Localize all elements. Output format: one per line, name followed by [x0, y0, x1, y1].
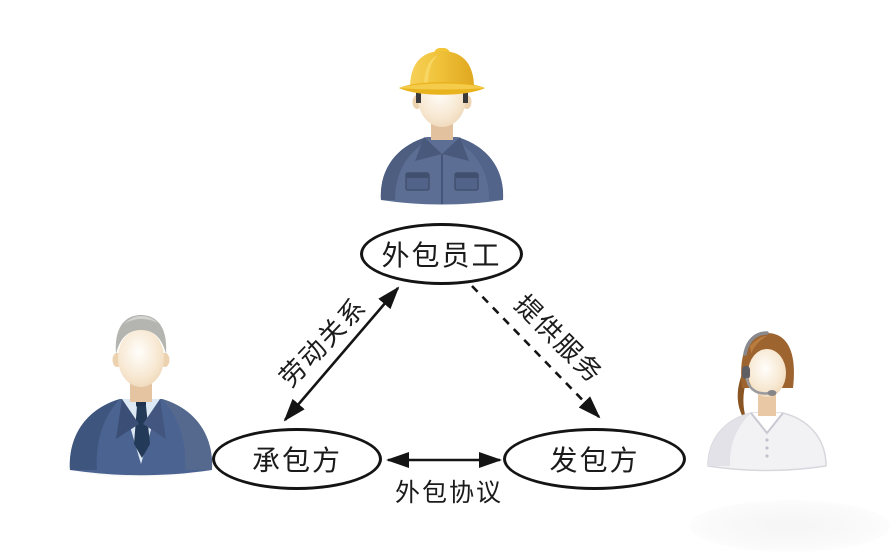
construction-worker-figure — [370, 48, 514, 206]
node-client-label: 发包方 — [549, 445, 640, 476]
hard-hat-icon — [399, 48, 485, 95]
businessman-figure — [62, 315, 218, 478]
faded-watermark-blob — [690, 500, 890, 552]
support-agent-figure — [704, 331, 832, 472]
worker-torso — [380, 137, 504, 205]
edge-provide-service — [471, 285, 601, 419]
node-outsourced-employee-label: 外包员工 — [381, 240, 502, 271]
agent-blouse — [707, 412, 827, 472]
edge-label-outsourcing-agreement: 外包协议 — [394, 479, 504, 507]
businessman-head — [112, 315, 170, 402]
node-client: 发包方 — [503, 428, 686, 490]
businessman-suit — [69, 398, 213, 476]
edge-labor-relation — [283, 286, 400, 422]
node-contractor: 承包方 — [212, 428, 382, 490]
node-contractor-label: 承包方 — [251, 445, 342, 476]
agent-head — [748, 349, 786, 416]
node-outsourced-employee: 外包员工 — [360, 223, 523, 285]
headset-icon — [742, 331, 777, 396]
